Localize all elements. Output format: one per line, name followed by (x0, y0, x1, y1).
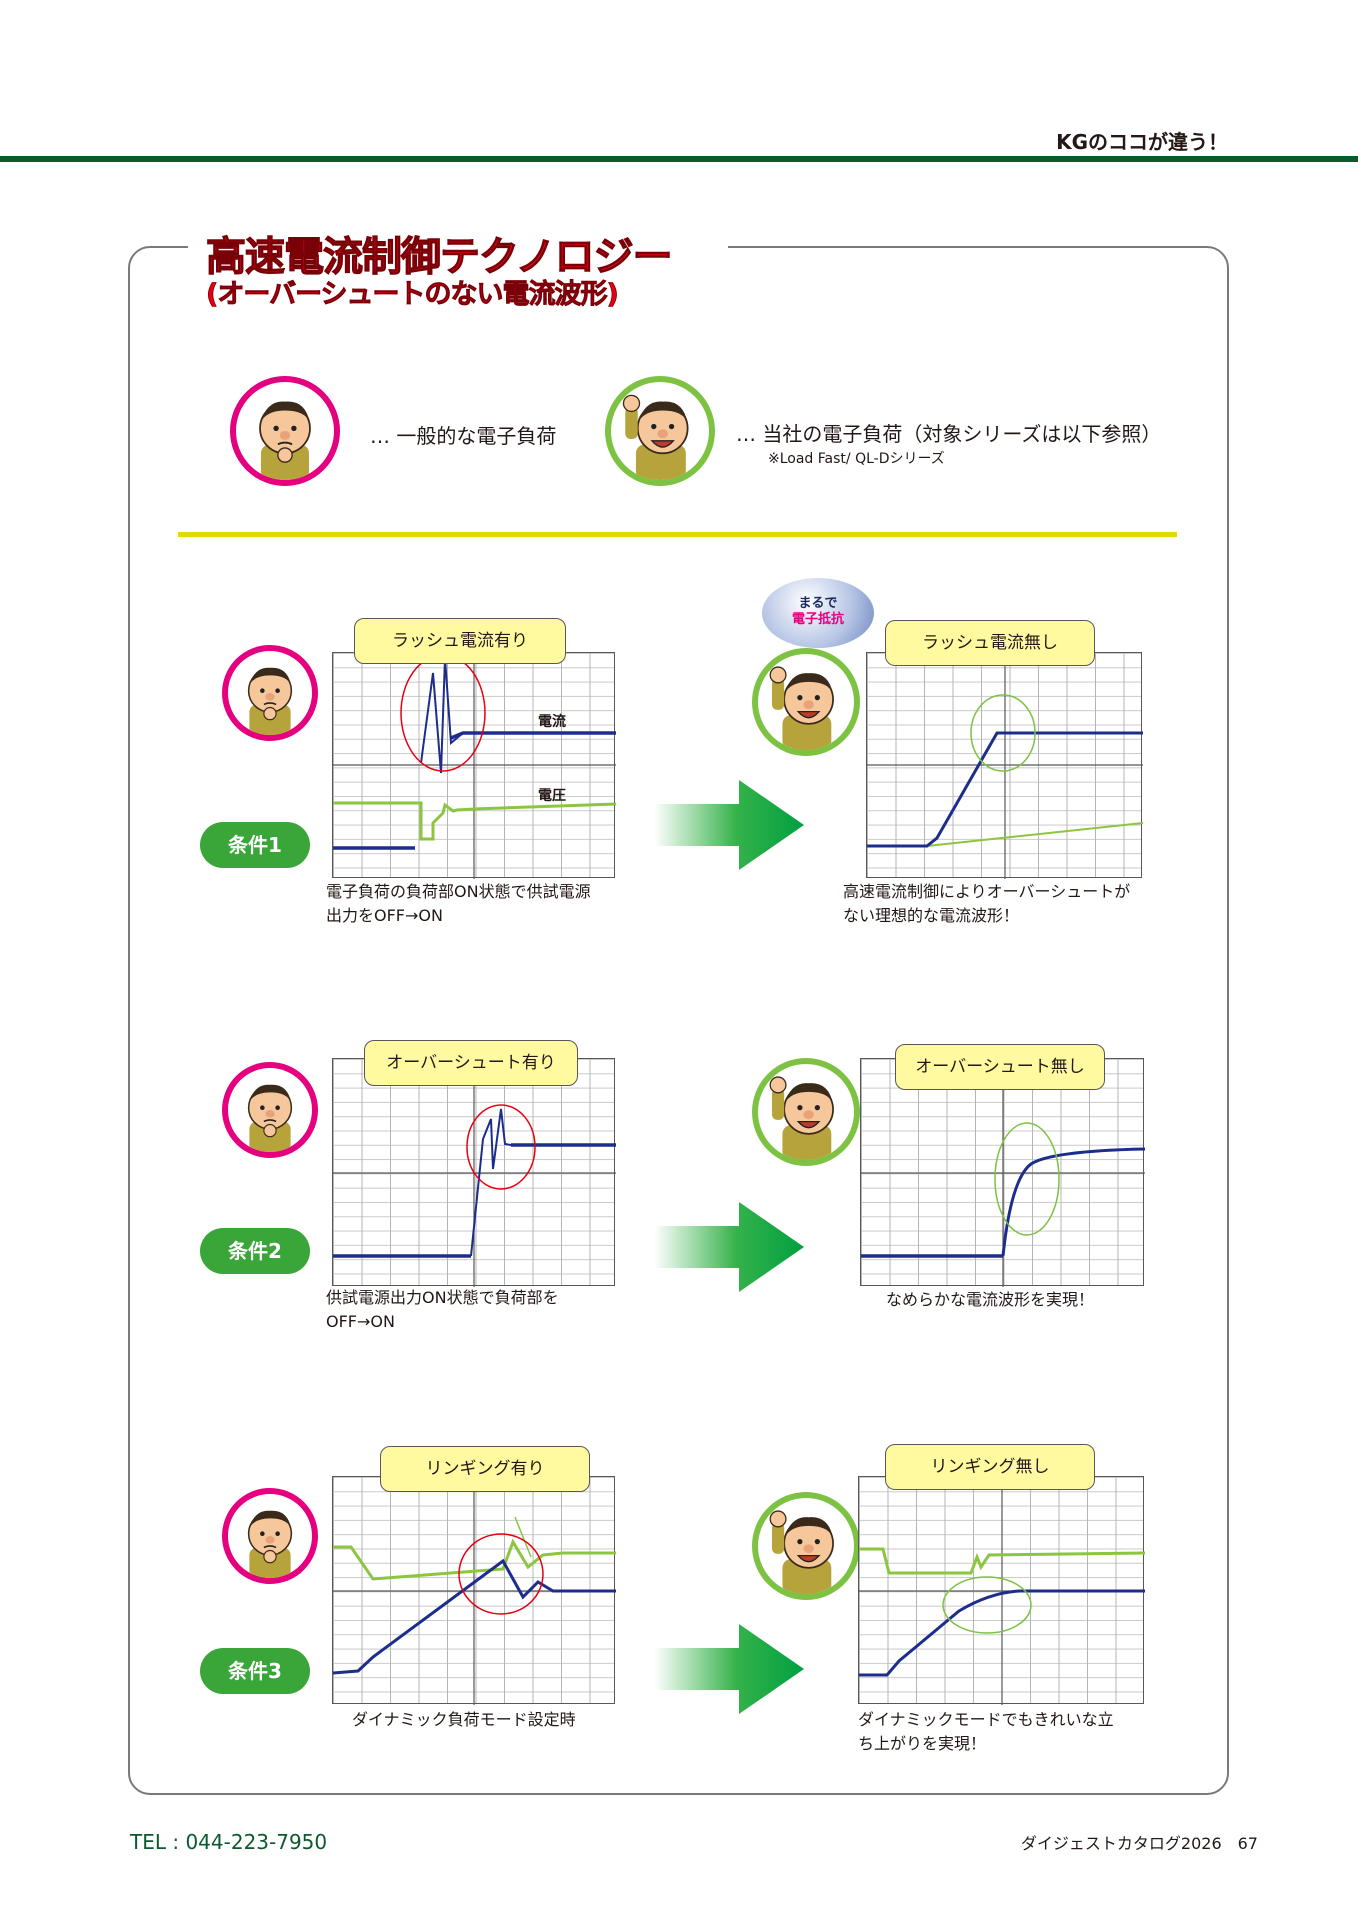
arrow-right-icon (654, 1202, 804, 1292)
chart-caption: 出力をOFF→ON (326, 906, 443, 925)
voltage-label: 電圧 (538, 788, 566, 804)
footer-page-label: ダイジェストカタログ2026 67 (1020, 1834, 1258, 1853)
legend-general-text: … 一般的な電子負荷 (370, 424, 557, 448)
waveform-chart-no-ringing (858, 1476, 1145, 1705)
waveform-chart-overshoot (332, 1058, 616, 1287)
chart-caption: ち上がりを実現！ (858, 1734, 987, 1753)
chart-caption: OFF→ON (326, 1312, 395, 1331)
legend-ours-text: … 当社の電子負荷（対象シリーズは以下参照） (736, 422, 1162, 446)
callout-bubble: ラッシュ電流有り (354, 618, 566, 664)
chart-caption: ダイナミック負荷モード設定時 (352, 1710, 576, 1729)
badge-line-1: まるで (798, 596, 838, 611)
condition-badge: 条件2 (200, 1228, 310, 1274)
our-load-mascot (752, 648, 860, 756)
chart-caption: ダイナミックモードでもきれいな立 (858, 1710, 1114, 1729)
condition-badge: 条件1 (200, 822, 310, 868)
chart-caption: 供試電源出力ON状態で負荷部を (326, 1288, 559, 1307)
our-load-mascot (752, 1492, 860, 1600)
callout-bubble: リンギング有り (380, 1446, 590, 1492)
chart-caption: なめらかな電流波形を実現！ (886, 1290, 1095, 1309)
legend-divider (178, 532, 1177, 537)
footer-phone: TEL : 044-223-7950 (130, 1830, 328, 1854)
general-load-mascot (222, 1488, 318, 1584)
waveform-chart-ringing (332, 1476, 616, 1705)
legend-ours-note: ※Load Fast/ QL-Dシリーズ (768, 451, 945, 467)
badge-line-2: 電子抵抗 (791, 612, 844, 627)
chart-caption: 電子負荷の負荷部ON状態で供試電源 (326, 882, 591, 901)
waveform-chart-rush-current: 電流 電圧 (332, 652, 616, 879)
our-load-mascot (605, 376, 715, 486)
electronic-resistor-badge: まるで 電子抵抗 (762, 578, 874, 648)
current-label: 電流 (538, 714, 566, 730)
section-label: KGのココが違う！ (1056, 130, 1228, 154)
callout-bubble: リンギング無し (885, 1444, 1095, 1490)
chart-caption: ない理想的な電流波形！ (843, 906, 1020, 925)
title-background (188, 226, 728, 316)
arrow-right-icon (654, 1624, 804, 1714)
our-load-mascot (752, 1058, 860, 1166)
chart-caption: 高速電流制御によりオーバーシュートが (843, 882, 1131, 901)
general-load-mascot (222, 645, 318, 741)
header-divider (0, 156, 1358, 162)
general-load-mascot (222, 1062, 318, 1158)
page-title: 高速電流制御テクノロジー (205, 233, 673, 280)
waveform-chart-no-rush (866, 652, 1143, 879)
callout-bubble: ラッシュ電流無し (885, 620, 1095, 666)
condition-badge: 条件3 (200, 1648, 310, 1694)
general-load-mascot (230, 376, 340, 486)
waveform-chart-no-overshoot (860, 1058, 1145, 1287)
arrow-right-icon (654, 780, 804, 870)
callout-bubble: オーバーシュート有り (364, 1040, 578, 1086)
callout-bubble: オーバーシュート無し (895, 1044, 1105, 1090)
page-subtitle: (オーバーシュートのない電流波形) (206, 279, 620, 311)
